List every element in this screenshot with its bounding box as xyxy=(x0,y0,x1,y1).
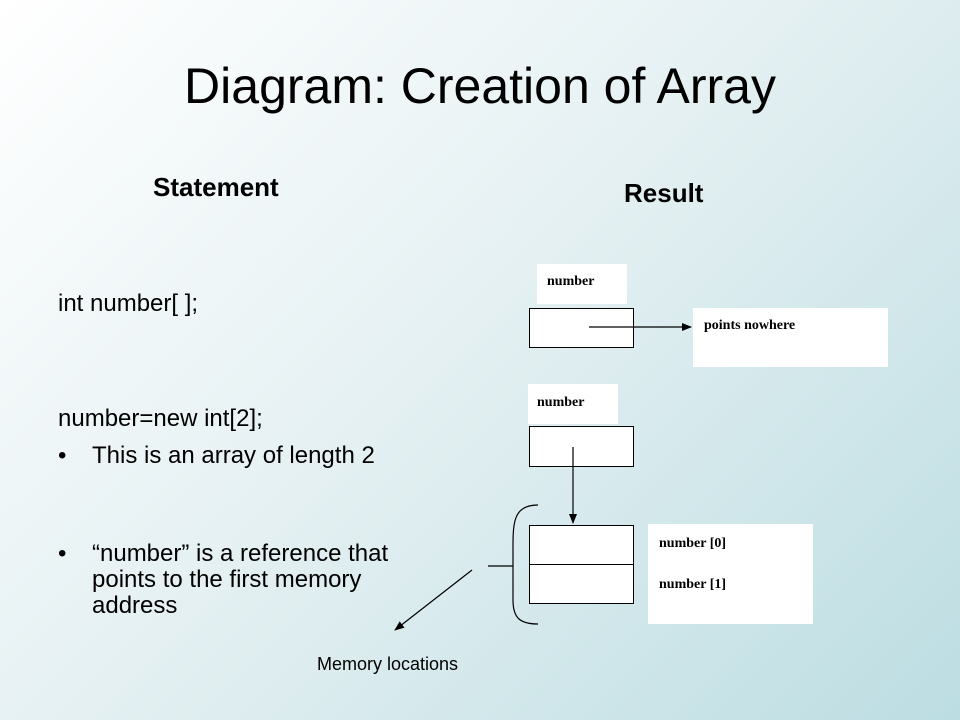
reference-cell-null xyxy=(529,308,634,348)
array-cell-0 xyxy=(529,525,634,565)
memory-brace xyxy=(512,504,539,625)
create-statement: number=new int[2]; xyxy=(58,405,263,432)
bullet-marker: • xyxy=(58,442,67,469)
variable-label-bottom: number xyxy=(528,384,618,424)
statement-header: Statement xyxy=(153,172,279,202)
bullet-marker: • xyxy=(58,540,67,567)
memory-locations-label: Memory locations xyxy=(317,654,459,674)
reference-cell xyxy=(529,426,634,467)
points-nowhere-label: points nowhere xyxy=(693,308,888,367)
element-1-label: number [1] xyxy=(659,577,727,592)
result-header: Result xyxy=(624,178,704,208)
bullet-text: “number” is a reference that points to t… xyxy=(92,540,389,619)
array-cell-1 xyxy=(529,564,634,604)
bullet-text: This is an array of length 2 xyxy=(92,442,375,469)
declare-statement: int number[ ]; xyxy=(58,290,199,317)
slide-title: Diagram: Creation of Array xyxy=(184,58,776,114)
element-0-label: number [0] xyxy=(659,536,727,551)
memory-locations-arrow xyxy=(394,569,473,631)
index-labels-box: number [0] number [1] xyxy=(648,524,813,624)
variable-label-top: number xyxy=(537,264,627,304)
